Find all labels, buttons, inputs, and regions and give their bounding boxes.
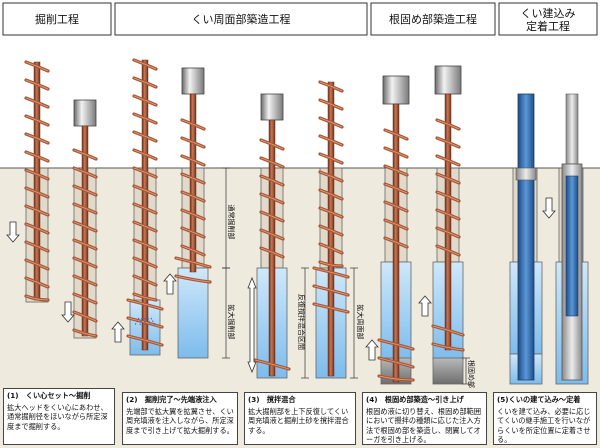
label-root-part: 根固め部 xyxy=(467,360,476,388)
header-excavation: 掘削工程 xyxy=(3,3,111,35)
step2-rod-b xyxy=(190,94,196,272)
header-base-build-text: 根固め部築造工程 xyxy=(389,12,477,26)
caption-step-5-title: (5)くいの建て込み～定着 xyxy=(497,395,593,405)
header-excavation-text: 掘削工程 xyxy=(35,12,79,26)
step1-rod-b xyxy=(82,126,88,336)
step4-grout-b xyxy=(433,358,463,384)
step5-pile-inner xyxy=(566,176,578,316)
caption-step-1: (1) くい心セット～掘削 拡大ヘッドをくい心にあわせ、通常掘削径をほいながら所… xyxy=(3,388,115,445)
step3-motor-a xyxy=(261,94,283,120)
caption-step-1-title: (1) くい心セット～掘削 xyxy=(7,391,111,401)
caption-step-5-body: くいを建て込み、必要に応じてくいの継手施工を行いながらくいを所定位置に定着させる… xyxy=(497,407,593,445)
step2-rod-a xyxy=(142,60,148,350)
caption-step-2-title: (2) 掘削完了～先端液注入 xyxy=(126,395,234,405)
header-base-build: 根固め部築造工程 xyxy=(371,3,495,35)
header-shaft-build-text: くい周面部築造工程 xyxy=(192,12,291,26)
caption-step-2-body: 先端部で拡大翼を拡翼させ、くい周充填液を注入しながら、所定深度まで引き上げて拡大… xyxy=(126,407,234,436)
step4-motor-b xyxy=(435,66,461,94)
caption-step-3: (3) 撹拌混合 拡大掘削部を上下反復してくい周充填液と掘削土砂を撹拌混合する。 xyxy=(244,392,356,445)
header-pile-set-text-2: 定着工程 xyxy=(526,19,570,33)
step4-motor-a xyxy=(383,76,409,104)
caption-step-3-title: (3) 撹拌混合 xyxy=(248,395,352,405)
step5-pile-joint-a xyxy=(516,168,536,180)
header-pile-set: くい建込み 定着工程 xyxy=(499,3,597,35)
caption-step-4: (4) 根固め部築造～引き上げ 根固め液に切り替え、根固め部範囲において攪拌の種… xyxy=(362,392,487,445)
label-enlarged-shaft: 拡大周面部 xyxy=(356,305,365,340)
label-enlarged-excavation: 拡大掘削部 xyxy=(227,305,236,340)
caption-step-5: (5)くいの建て込み～定着 くいを建て込み、必要に応じてくいの継手施工を行いなが… xyxy=(493,392,597,445)
caption-step-4-title: (4) 根固め部築造～引き上げ xyxy=(366,395,483,405)
caption-step-1-body: 拡大ヘッドをくい心にあわせ、通常掘削径をほいながら所定深度まで掘削する。 xyxy=(7,403,111,432)
header-pile-set-text-1: くい建込み xyxy=(521,6,576,20)
caption-step-2: (2) 掘削完了～先端液注入 先端部で拡大翼を拡翼させ、くい周充填液を注入しなが… xyxy=(122,392,238,445)
step1-motor-b xyxy=(74,100,96,126)
step5-casing-top xyxy=(566,94,578,164)
header-shaft-build: くい周面部築造工程 xyxy=(115,3,367,35)
caption-step-4-body: 根固め液に切り替え、根固め部範囲において攪拌の種類に応じた注入方法で根固め部を築… xyxy=(366,407,483,445)
step4-rod-b xyxy=(445,94,451,350)
step5-pile-blue xyxy=(518,94,534,380)
step2-motor-b xyxy=(182,68,204,94)
step3-rod-a xyxy=(269,120,275,376)
label-normal-excavation: 通常掘削部 xyxy=(227,205,236,240)
label-reverse-mixing: 反復撹拌混合区間 xyxy=(297,294,306,350)
caption-step-3-body: 拡大掘削部を上下反復してくい周充填液と掘削土砂を撹拌混合する。 xyxy=(248,407,352,436)
